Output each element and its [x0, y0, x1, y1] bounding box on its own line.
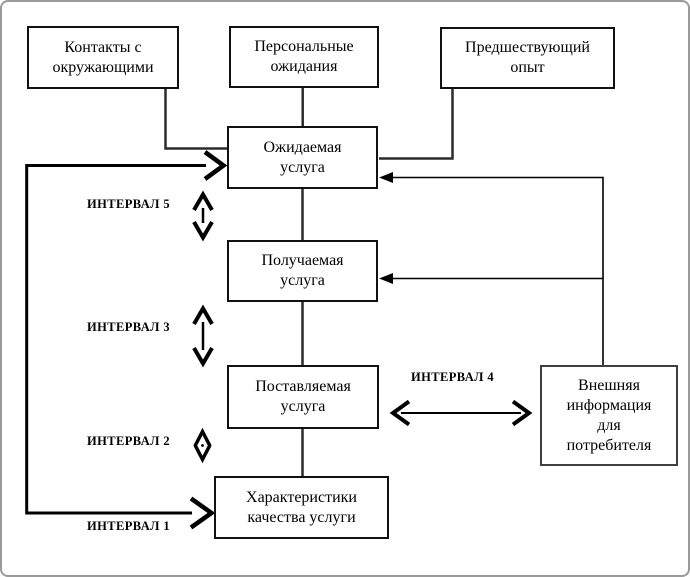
node-contacts-with-others: Контакты с окружающими: [27, 26, 179, 89]
gap4-double-arrow: [389, 399, 533, 427]
gap3-label: ИНТЕРВАЛ 3: [87, 320, 171, 334]
gap4-label: ИНТЕРВАЛ 4: [411, 370, 495, 384]
node-external-consumer-information: Внешняя информация для потребителя: [540, 365, 678, 466]
gap5-double-arrow: [192, 190, 214, 242]
node-personal-expectations: Персональные ожидания: [229, 26, 379, 88]
gap3-double-arrow: [192, 304, 214, 368]
node-service-quality-characteristics: Характеристики качества услуги: [214, 476, 389, 539]
gap1-label: ИНТЕРВАЛ 1: [87, 519, 171, 533]
gap5-label: ИНТЕРВАЛ 5: [87, 197, 171, 211]
node-prior-experience: Предшествующий опыт: [440, 27, 615, 89]
node-delivered-service: Поставляемая услуга: [227, 365, 379, 429]
feedback-arrow: [25, 150, 228, 530]
node-expected-service: Ожидаемая услуга: [227, 126, 378, 189]
node-received-service: Получаемая услуга: [227, 240, 378, 302]
gap2-label: ИНТЕРВАЛ 2: [87, 434, 171, 448]
plain-connectors: [164, 88, 454, 476]
external-info-arrows: [379, 172, 604, 365]
gap2-double-arrow: [193, 427, 212, 464]
